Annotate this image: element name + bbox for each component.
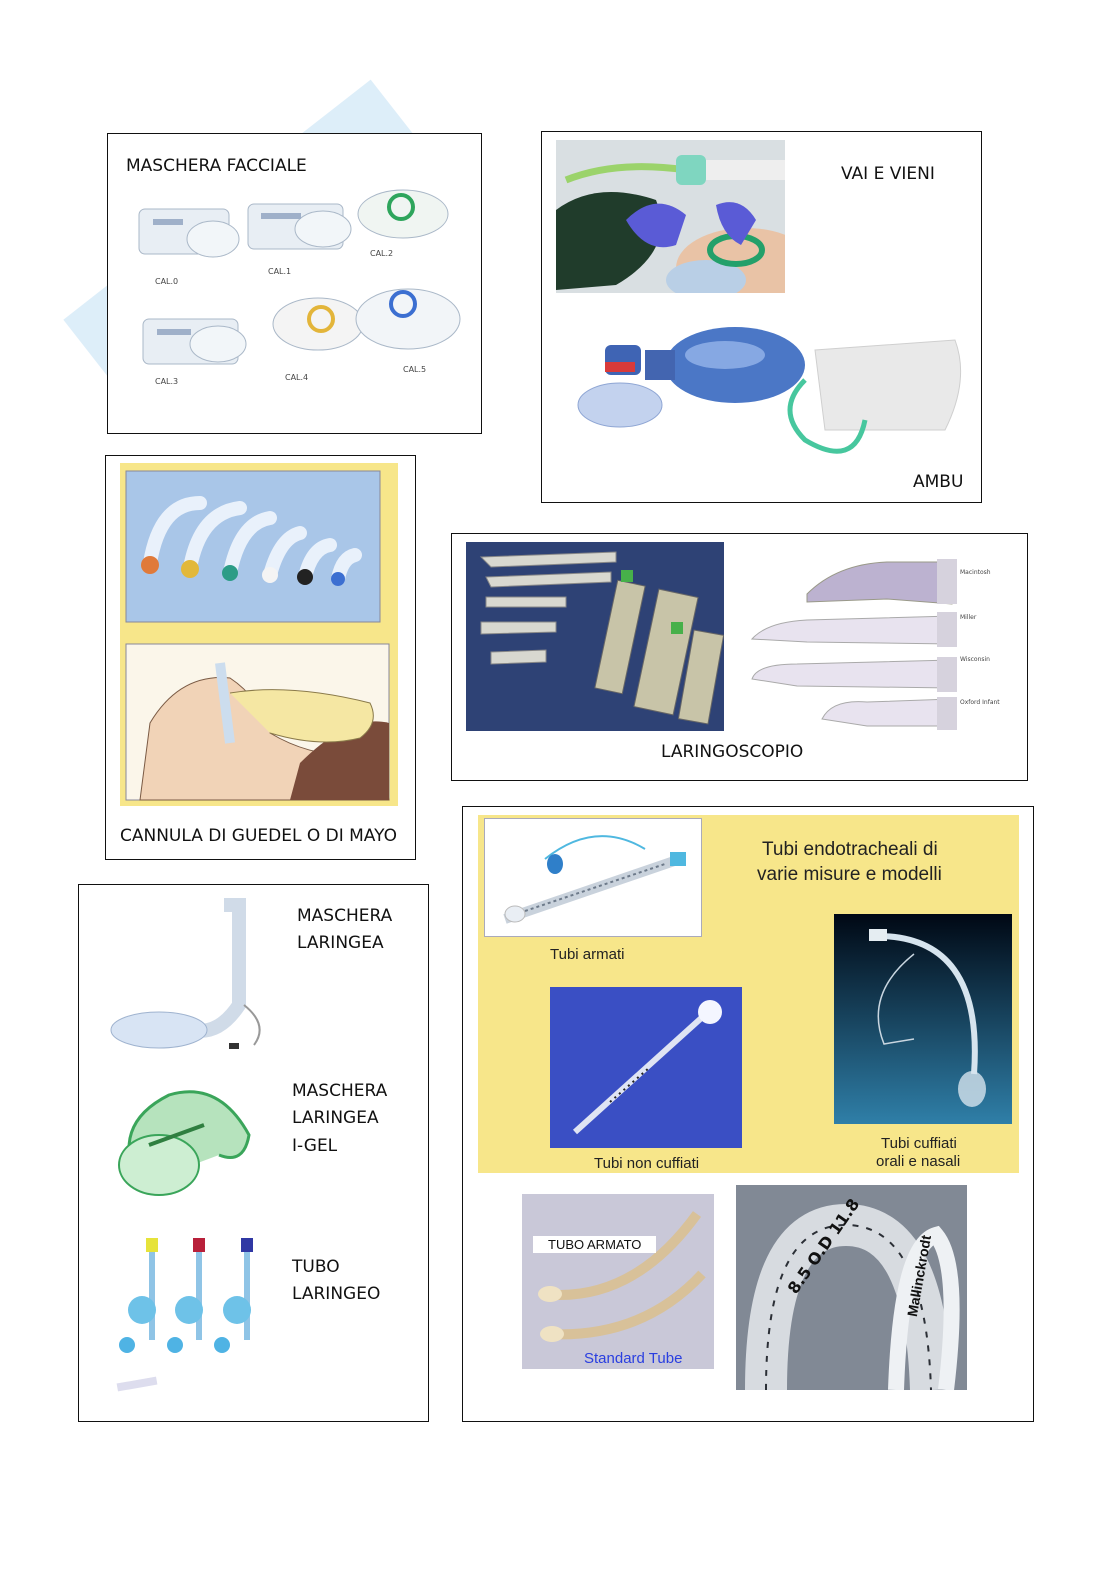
mallinckrodt-tube-photo: 8.5 O.D 11.8 Mallinckrodt: [736, 1185, 967, 1390]
size-label: CAL.3: [155, 377, 179, 386]
size-label: CAL.0: [155, 277, 179, 286]
guedel-title: CANNULA DI GUEDEL O DI MAYO: [120, 826, 397, 846]
tubi-non-cuffiati-caption: Tubi non cuffiati: [594, 1155, 700, 1172]
igel-image: [99, 1075, 269, 1210]
laringea-item-line: LARINGEA: [297, 933, 384, 953]
size-label: CAL.4: [285, 373, 309, 382]
laringea-item-line: LARINGEA: [292, 1108, 379, 1128]
size-label: CAL.2: [370, 249, 394, 258]
guedel-images: [120, 463, 398, 806]
tubi-cuffiati-caption: orali e nasali: [876, 1153, 961, 1170]
tubi-cuffiati-photo: [834, 914, 1012, 1124]
panel-tubi: Tubi armati Tubi endotracheali di varie …: [462, 806, 1034, 1422]
laringoscopio-title: LARINGOSCOPIO: [661, 742, 804, 762]
face-masks-image: CAL.0 CAL.1 CAL.2 CAL.3 CAL.4 CAL.5: [133, 179, 463, 389]
laringea-item-line: TUBO: [292, 1257, 340, 1277]
laryngeal-tube-image: [97, 1230, 267, 1400]
laryngoscope-photo: [466, 542, 724, 731]
panel-maschera-facciale: MASCHERA FACCIALE CAL.0 CAL.1 CAL.2 CAL.…: [107, 133, 482, 434]
laringea-item-line: MASCHERA: [297, 906, 393, 926]
tubi-armati-photo: [484, 818, 702, 937]
ambu-label: AMBU: [913, 472, 964, 492]
laryngeal-mask-image: [104, 895, 284, 1055]
tubi-heading-line: varie misure e modelli: [757, 864, 942, 885]
size-label: CAL.5: [403, 365, 427, 374]
ambu-photo: [575, 320, 965, 470]
tubi-yellow-panel: Tubi armati Tubi endotracheali di varie …: [478, 815, 1019, 1173]
laryngoscope-blades-diagram: Macintosh Miller Wisconsin Oxford Infant: [737, 554, 1017, 734]
tubi-non-cuffiati-photo: [550, 987, 742, 1148]
vai-e-vieni-title: VAI E VIENI: [841, 164, 935, 184]
blade-label: Miller: [960, 614, 977, 621]
tubi-cuffiati-caption: Tubi cuffiati: [881, 1135, 957, 1152]
blade-label: Macintosh: [960, 569, 991, 576]
tubi-heading-line: Tubi endotracheali di: [762, 839, 938, 860]
size-label: CAL.1: [268, 267, 292, 276]
vai-e-vieni-photo: [556, 140, 785, 293]
panel-laringea: MASCHERA LARINGEA MASCHERA LARINGEA I-GE…: [78, 884, 429, 1422]
tubo-armato-tag: TUBO ARMATO: [533, 1236, 657, 1253]
laringea-item-line: LARINGEO: [292, 1284, 381, 1304]
laringea-item-line: MASCHERA: [292, 1081, 388, 1101]
blade-label: Oxford Infant: [960, 699, 1000, 706]
standard-tube-label: Standard Tube: [584, 1350, 683, 1367]
blade-label: Wisconsin: [960, 656, 990, 663]
tubi-armati-caption: Tubi armati: [550, 946, 625, 963]
panel-guedel: CANNULA DI GUEDEL O DI MAYO: [105, 455, 416, 860]
panel-laringoscopio: Macintosh Miller Wisconsin Oxford Infant…: [451, 533, 1028, 781]
panel-vai-e-vieni: VAI E VIENI AMBU: [541, 131, 982, 503]
tubo-armato-photo: TUBO ARMATO Standard Tube: [522, 1194, 714, 1369]
maschera-facciale-title: MASCHERA FACCIALE: [126, 156, 307, 176]
laringea-item-line: I-GEL: [292, 1136, 338, 1156]
